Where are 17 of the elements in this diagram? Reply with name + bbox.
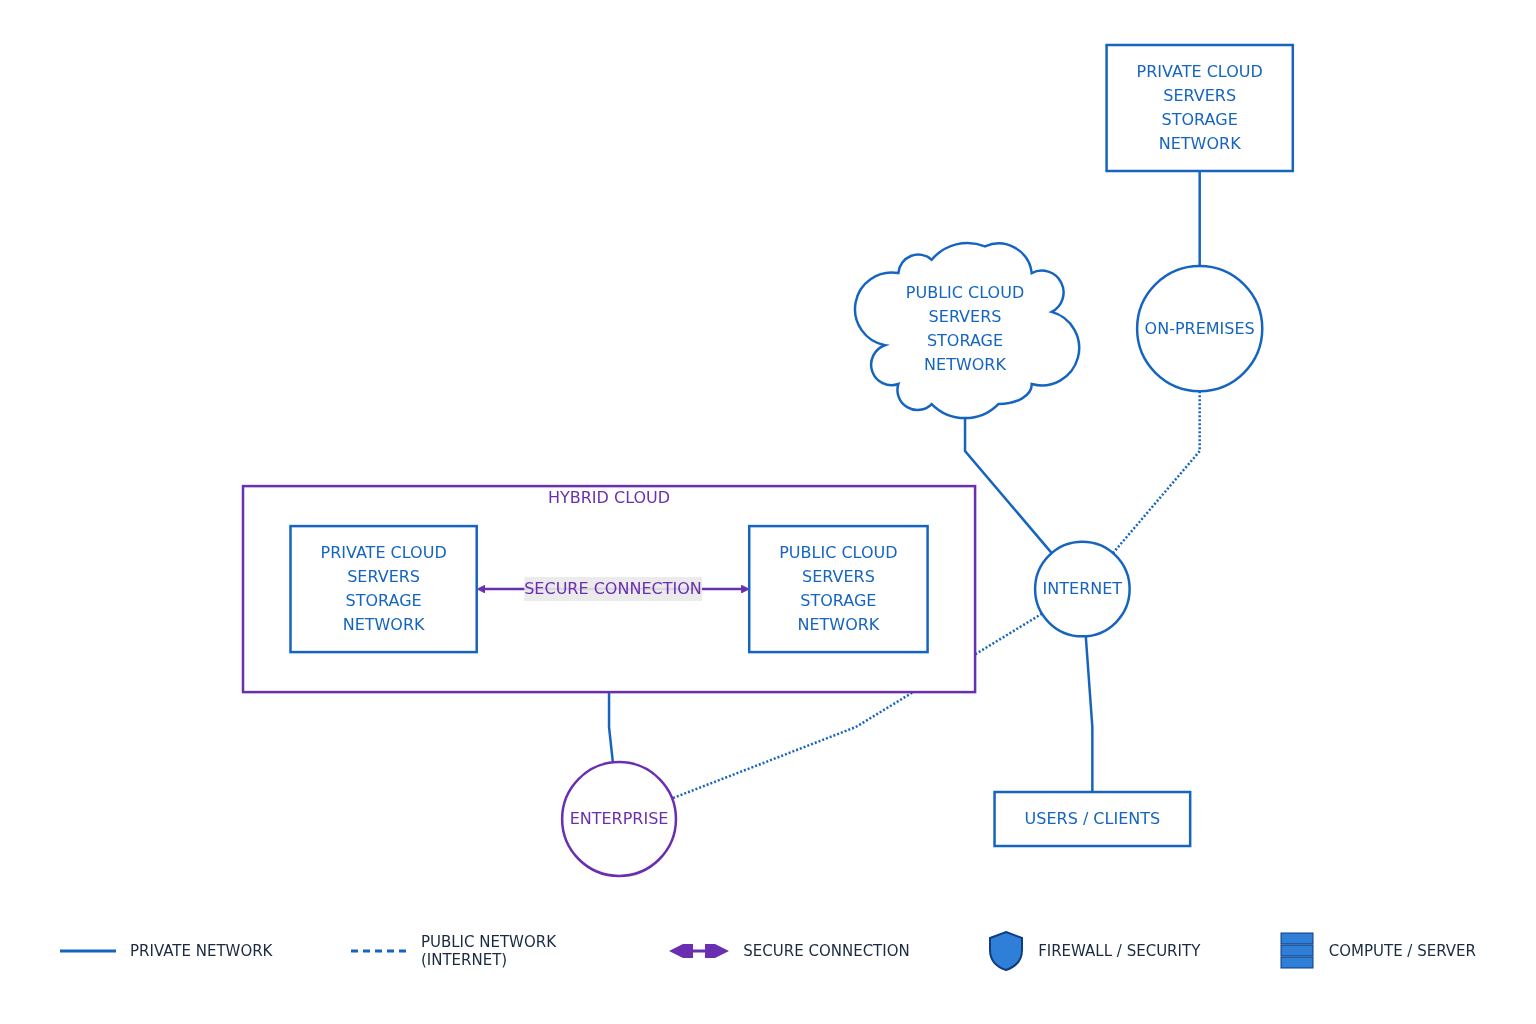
legend-label: PUBLIC NETWORK (INTERNET) [420,933,557,969]
node-circle: INTERNET [1033,540,1131,638]
connector [1198,170,1202,266]
connector [1112,390,1202,554]
legend-label: PRIVATE NETWORK [130,942,273,960]
connector [1084,635,1094,792]
node-box: USERS / CLIENTS [993,790,1192,847]
connector [607,691,615,762]
edge-label: SECURE CONNECTION [524,578,702,598]
legend-label: COMPUTE / SERVER [1328,942,1476,960]
node-circle: ENTERPRISE [561,760,678,877]
node-circle: ON-PREMISES [1135,264,1264,392]
legend-label: FIREWALL / SECURITY [1038,942,1201,960]
legend-label: SECURE CONNECTION [743,942,910,960]
node-box: PRIVATE CLOUD SERVERS STORAGE NETWORK [289,524,479,653]
node-box: PRIVATE CLOUD SERVERS STORAGE NETWORK [1105,43,1295,172]
node-box: PUBLIC CLOUD SERVERS STORAGE NETWORK [748,524,929,653]
